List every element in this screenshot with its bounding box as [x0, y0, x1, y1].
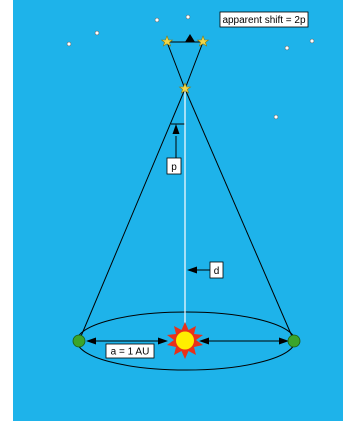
background-star — [310, 39, 314, 43]
background-star — [67, 42, 71, 46]
sun-core — [176, 332, 194, 350]
d-label: d — [214, 266, 220, 277]
p-label-box: p — [167, 158, 181, 174]
au-label: a = 1 AU — [111, 347, 150, 358]
background-star — [285, 46, 289, 50]
d-label-box: d — [210, 262, 223, 278]
apparent-shift-label: apparent shift = 2p — [222, 15, 306, 26]
background-star — [95, 31, 99, 35]
background-star — [155, 18, 159, 22]
background-star — [186, 15, 190, 19]
apparent-shift-label-box: apparent shift = 2p — [220, 12, 308, 27]
diagram-background — [13, 0, 343, 421]
au-label-box: a = 1 AU — [106, 344, 154, 358]
p-label: p — [171, 162, 177, 173]
earth-icon — [288, 335, 300, 347]
earth-icon — [73, 335, 85, 347]
background-star — [274, 115, 278, 119]
